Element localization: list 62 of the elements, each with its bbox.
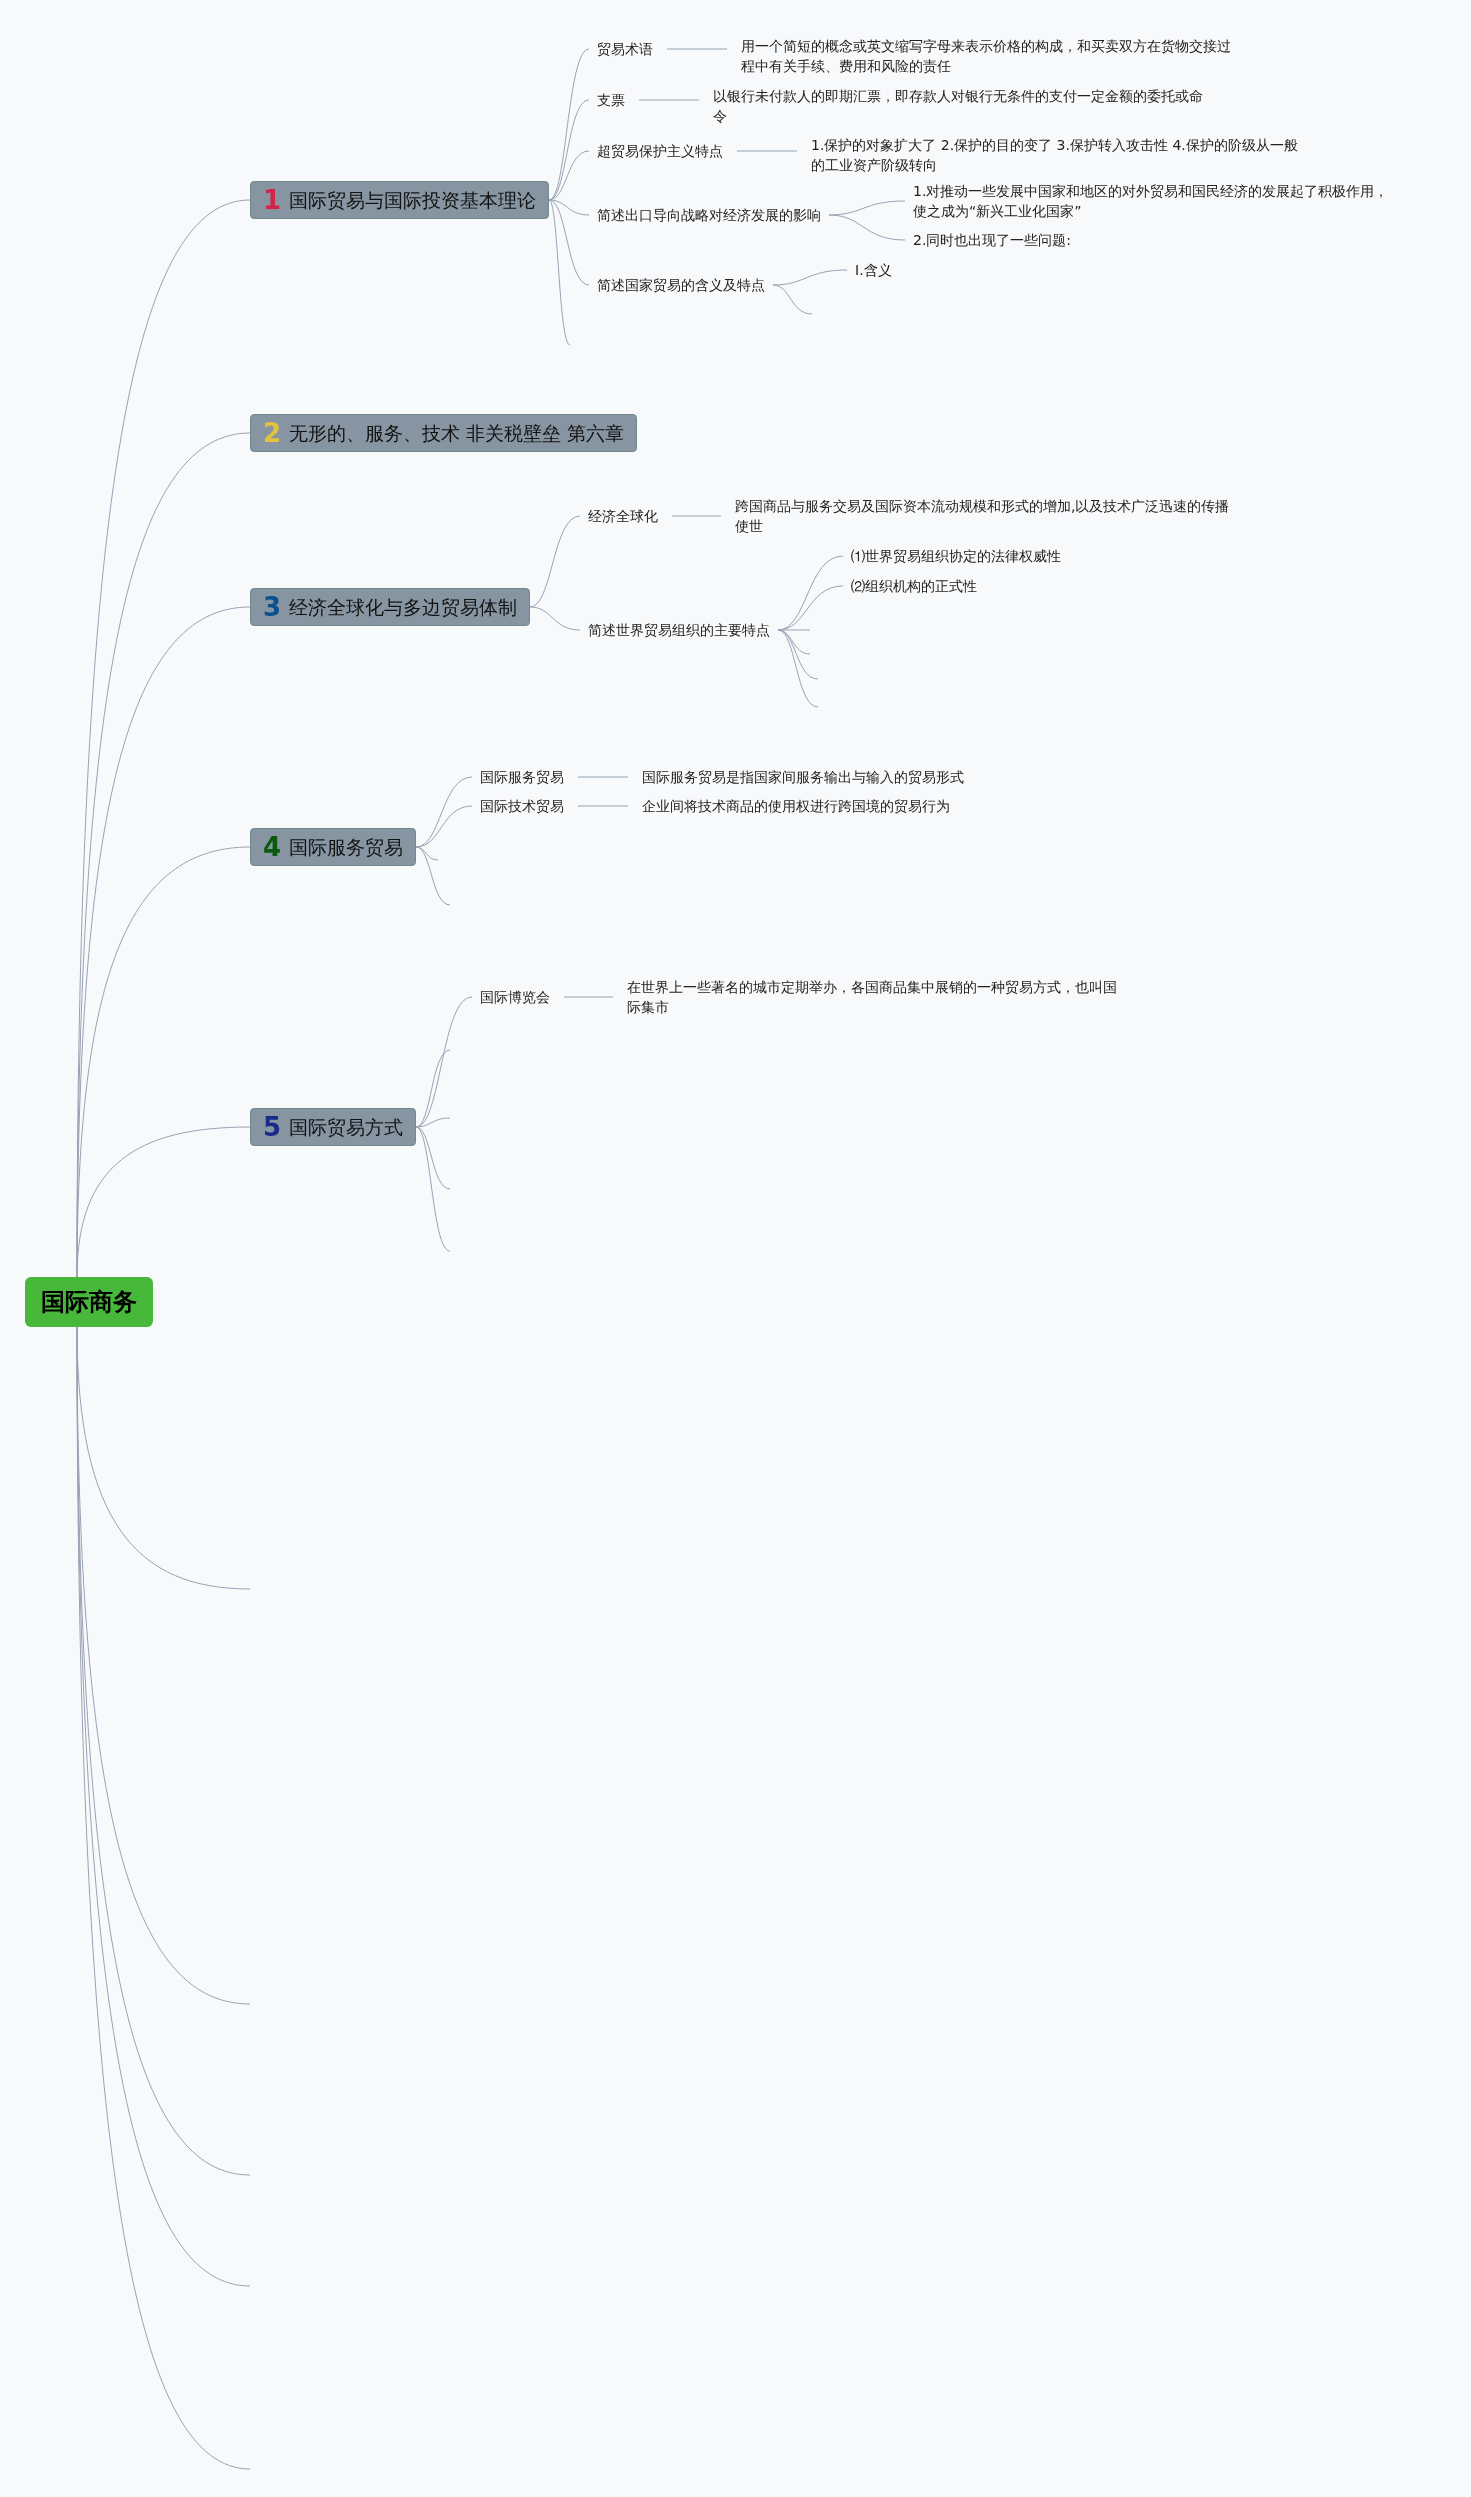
subtopic-text: ⑴世界贸易组织协定的法律权威性 (843, 546, 1069, 566)
topic-title: 国际贸易与国际投资基本理论 (289, 187, 537, 213)
subtopic-text: 贸易术语 (589, 39, 661, 59)
branch-line (548, 48, 590, 201)
priority-number: 3 (263, 592, 282, 622)
branch-line (548, 199, 590, 216)
subtopic-text: 简述世界贸易组织的主要特点 (580, 620, 778, 640)
branch-line (529, 606, 581, 631)
note-text: 国际服务贸易是指国家间服务输出与输入的贸易形式 (638, 767, 968, 787)
topic-title: 经济全球化与多边贸易体制 (289, 594, 518, 620)
subtopic-text: 2.同时也出现了一些问题: (905, 230, 1080, 250)
priority-number: 4 (263, 832, 282, 862)
topic-box (250, 414, 638, 452)
topic-box (250, 588, 531, 626)
priority-number: 5 (263, 1112, 282, 1142)
branch-line (548, 199, 590, 286)
topic-box (250, 1108, 417, 1146)
subtopic-text: 简述出口导向战略对经济发展的影响 (589, 205, 829, 225)
subtopic-text: 支票 (589, 90, 633, 110)
branch-line (638, 99, 700, 101)
subtopic-text: I.含义 (847, 260, 900, 280)
branch-line (828, 214, 906, 241)
branch-line (415, 1117, 451, 1128)
branch-line (772, 284, 813, 315)
branch-line (577, 805, 629, 807)
branch-line (415, 1049, 451, 1128)
subtopic-text: 经济全球化 (580, 506, 666, 526)
branch-line (548, 150, 590, 201)
subtopic-text: 1.对推动一些发展中国家和地区的对外贸易和国民经济的发展起了积极作用，使之成为“新兴工业化国家” (905, 181, 1410, 221)
note-text: 在世界上一些著名的城市定期举办，各国商品集中展销的一种贸易方式，也叫国际集市 (623, 977, 1128, 1017)
branch-line (415, 846, 451, 906)
note-text: 以银行未付款人的即期汇票，即存款人对银行无条件的支付一定金额的委托或命令 (709, 86, 1214, 126)
subtopic-text: 超贸易保护主义特点 (589, 141, 731, 161)
note-text: 企业间将技术商品的使用权进行跨国境的贸易行为 (638, 796, 954, 816)
subtopic-text: 国际博览会 (472, 987, 558, 1007)
subtopic-text: 简述国家贸易的含义及特点 (589, 275, 773, 295)
branch-line (777, 629, 819, 708)
priority-number: 1 (263, 185, 282, 215)
topic-title: 国际服务贸易 (289, 834, 404, 860)
branch-line (736, 150, 798, 152)
branch-line (415, 805, 473, 848)
note-text: 跨国商品与服务交易及国际资本流动规模和形式的增加,以及技术广泛迅速的传播使世 (731, 496, 1236, 536)
branch-line (577, 776, 629, 778)
topic-title: 无形的、服务、技术 非关税壁垒 第六章 (289, 420, 625, 446)
branch-line (772, 269, 848, 286)
branch-line (777, 629, 811, 655)
root-topic: 国际商务 (25, 1277, 153, 1327)
topic-title: 国际贸易方式 (289, 1114, 404, 1140)
priority-number: 2 (263, 418, 282, 448)
note-text: 用一个简短的概念或英文缩写字母来表示价格的构成，和买卖双方在货物交接过程中有关手续、费用和风险的责任 (737, 36, 1242, 76)
subtopic-text: 国际服务贸易 (472, 767, 572, 787)
branch-line (76, 1126, 251, 1278)
branch-line (671, 515, 722, 517)
note-text: 1.保护的对象扩大了 2.保护的目的变了 3.保护转入攻击性 4.保护的阶级从一般的工业资产阶级转向 (807, 135, 1312, 175)
topic-box (250, 181, 550, 219)
topic-box (250, 828, 417, 866)
branch-line (563, 996, 614, 998)
subtopic-text: 国际技术贸易 (472, 796, 572, 816)
branch-line (666, 48, 728, 50)
branch-line (548, 199, 571, 346)
subtopic-text: ⑵组织机构的正式性 (843, 576, 985, 596)
branch-line (415, 1126, 451, 1252)
